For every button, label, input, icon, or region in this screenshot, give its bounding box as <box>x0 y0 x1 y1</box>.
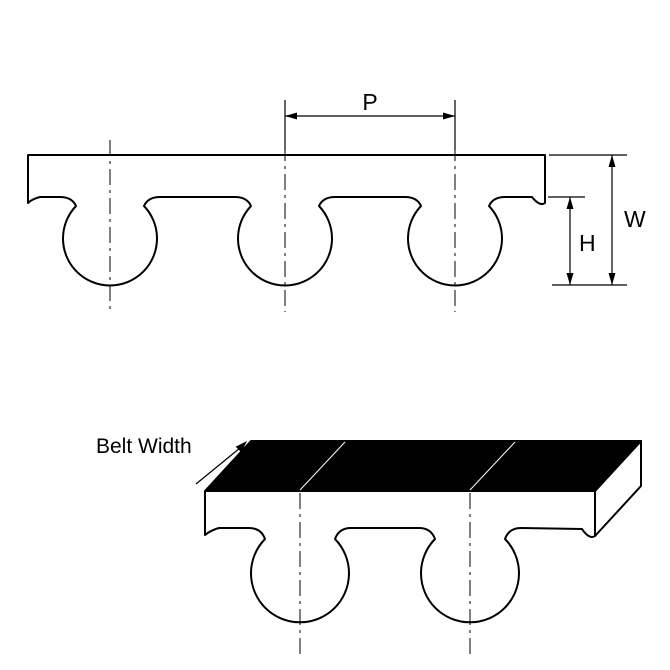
top-face-seamlines <box>299 441 516 491</box>
isometric-view: Belt Width <box>96 435 642 657</box>
belt-width-label: Belt Width <box>96 435 192 458</box>
belt-top-face <box>204 440 642 492</box>
profile-view: P W H <box>27 89 646 312</box>
pitch-label: P <box>362 89 377 115</box>
seamline-1 <box>299 441 346 491</box>
pitch-arrowhead-left <box>285 112 297 120</box>
h-arrowhead-top <box>566 197 574 209</box>
w-arrowhead-bottom <box>608 273 616 285</box>
pitch-dimension: P <box>284 89 456 150</box>
tooth-centerlines <box>109 140 456 312</box>
isometric-centerlines <box>299 493 471 657</box>
belt-width-leader-line <box>195 447 241 485</box>
belt-width-arrowhead <box>235 441 247 453</box>
h-arrowhead-bottom <box>566 273 574 285</box>
width-dimension: W <box>549 154 646 286</box>
w-label: W <box>624 206 646 232</box>
h-label: H <box>579 230 596 256</box>
w-arrowhead-top <box>608 155 616 167</box>
belt-width-callout: Belt Width <box>96 435 247 485</box>
belt-profile-outline <box>27 154 546 287</box>
seamline-2 <box>469 441 516 491</box>
belt-front-face <box>204 490 596 624</box>
pitch-arrowhead-right <box>443 112 455 120</box>
height-dimension: H <box>548 196 596 285</box>
